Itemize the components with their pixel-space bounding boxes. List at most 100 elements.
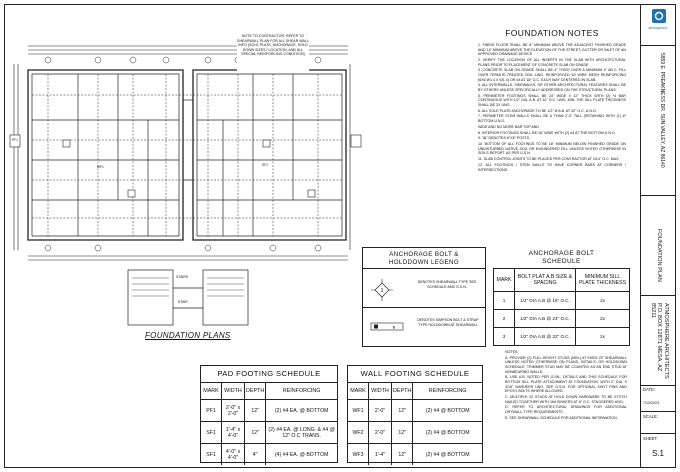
sheet-label: SHEET: bbox=[643, 436, 658, 441]
anchor-header-sill: MINIMUM SILL PLATE THICKNESS bbox=[575, 268, 630, 292]
anchor-title-line2: SCHEDULE bbox=[542, 258, 581, 265]
anchor-note-item: A. PROVIDE (2) FULL-HEIGHT STUDS (MIN.) … bbox=[505, 355, 627, 374]
foundation-plan-drawing bbox=[9, 45, 362, 326]
project-address: 5859 E. PREAKNESS DR. SUN VALLEY, AZ 861… bbox=[659, 53, 665, 168]
address-cell: 5859 E. PREAKNESS DR. SUN VALLEY, AZ 861… bbox=[641, 45, 675, 196]
foundation-note-item: 3. CONCRETE SLAB ON GRADE SHALL BE 4" TH… bbox=[478, 68, 626, 82]
sheet-number: S.1 bbox=[651, 449, 664, 458]
anchor-header-mark: MARK bbox=[493, 268, 515, 292]
pad-width-cell: 4'-0" x 4'-0" bbox=[221, 443, 245, 465]
foundation-note-item: 4. ALL INTERWALLS, SIDEWALKS, OR OTHER A… bbox=[478, 83, 626, 92]
legend-row-1: 1 DENOTES SHEARWALL TYPE SEE SCHEDULE AN… bbox=[363, 272, 485, 308]
foundation-notes-list: 1. FINISH FLOOR SHALL BE 8" MINIMUM ABOV… bbox=[476, 43, 628, 172]
wall-reinf-cell: (2) #4 @ BOTTOM bbox=[412, 443, 482, 465]
legend-text-2: DENOTES SIMPSON BOLT & STRAP TYPE HOLDDO… bbox=[417, 318, 479, 327]
wall-mark-cell: WF2 bbox=[348, 421, 369, 444]
logo-text: atmosphere bbox=[648, 26, 668, 30]
wall-header-reinf: REINFORCING bbox=[412, 382, 482, 400]
wall-header-row: MARK WIDTH DEPTH REINFORCING bbox=[348, 382, 482, 400]
pad-reinf-cell: (4) #4 EA. @ BOTTOM bbox=[265, 443, 337, 465]
anchor-bolt-cell: 1/2" DIA A.B @ 16" O.C. bbox=[514, 291, 576, 310]
firm-info: ATMOSPHERE ARCHITECTS P.O. BOX 12871 MES… bbox=[649, 303, 669, 379]
legend-title-line1: ANCHORAGE BOLT & bbox=[389, 251, 459, 258]
pad-depth-cell: 12" bbox=[243, 399, 267, 422]
logo: atmosphere bbox=[641, 5, 675, 46]
legend-title-line2: HOLDDOWN LEGENG bbox=[388, 258, 460, 266]
foundation-note-item: 11. SLAB CONTROL JOINTS TO BE PLACED PER… bbox=[478, 157, 620, 162]
sheet-cell: SHEET: S.1 bbox=[641, 433, 675, 467]
pad-header-mark: MARK bbox=[201, 382, 222, 400]
anchor-sill-cell: 2x bbox=[575, 309, 630, 328]
wall-header-mark: MARK bbox=[348, 382, 369, 400]
foundation-note-item: 8. INTERIOR FOOTINGS SHALL BE 16" WIDE W… bbox=[478, 130, 616, 135]
wall-schedule-title: WALL FOOTING SCHEDULE bbox=[348, 366, 482, 383]
anchor-mark-cell: 3 bbox=[493, 327, 515, 346]
wall-width-cell: 2'-0" bbox=[368, 421, 392, 444]
pad-header-width: WIDTH bbox=[221, 382, 245, 400]
foundation-note-item: 5. PERIMETER FOOTINGS SHALL BE 24" WIDE … bbox=[478, 93, 626, 107]
wall-footing-schedule: WALL FOOTING SCHEDULE MARK WIDTH DEPTH R… bbox=[347, 365, 483, 465]
plan-label-stair: STAIR bbox=[178, 300, 188, 304]
anchor-schedule-title: ANCHORAGE BOLT SCHEDULE bbox=[493, 247, 630, 266]
pad-mark-cell: SF1 bbox=[201, 421, 222, 444]
wall-header-depth: DEPTH bbox=[390, 382, 414, 400]
legend-text-1: DENOTES SHEARWALL TYPE SEE SCHEDULE AND … bbox=[417, 280, 477, 289]
date-value: 7/13/2023 bbox=[643, 401, 659, 405]
wall-reinf-cell: (2) #4 @ BOTTOM bbox=[412, 399, 482, 422]
anchor-note-item: B. USE A.B. NOTED PER G.SN., DETAILS AND… bbox=[505, 375, 627, 394]
legend-symbol-1: 1 bbox=[381, 288, 384, 294]
pad-schedule-title: PAD FOOTING SCHEDULE bbox=[201, 366, 337, 383]
date-label: DATE: bbox=[643, 387, 656, 392]
anchor-note-item: C. MULTIPLE 2X STUDS AT HOLD DOWN HARDWA… bbox=[505, 394, 627, 404]
foundation-note-item: 10. BOTTOM OF ALL FOOTINGS TO BE 18" MIN… bbox=[478, 142, 626, 156]
atmosphere-logo-icon bbox=[652, 9, 666, 23]
pad-mark-cell: SF1 bbox=[201, 443, 222, 465]
title-block: atmosphere 5859 E. PREAKNESS DR. SUN VAL… bbox=[640, 4, 676, 468]
legend-title: ANCHORAGE BOLT & HOLDDOWN LEGENG bbox=[363, 248, 485, 269]
foundation-note-item: 6. ALL SOLE PLATE ANCHORAGE TO BE 1/2" Ø… bbox=[478, 108, 597, 113]
foundation-note-item: WIDE AND NO MORE BAR TOP AND bbox=[478, 124, 539, 129]
shearwall-type-icon: 1 bbox=[371, 279, 393, 301]
anchorage-legend: ANCHORAGE BOLT & HOLDDOWN LEGENG 1 DENOT… bbox=[362, 247, 486, 347]
contractor-note-text: NOTE TO CONTRACTOR: REFER TO SHEARWALL P… bbox=[237, 34, 309, 57]
wall-reinf-cell: (2) #4 @ BOTTOM bbox=[412, 421, 482, 444]
pad-depth-cell: 4" bbox=[243, 443, 267, 465]
pad-header-reinf: REINFORCING bbox=[265, 382, 337, 400]
foundation-notes-panel: FOUNDATION NOTES 1. FINISH FLOOR SHALL B… bbox=[476, 26, 628, 248]
pad-reinf-cell: (2) #4 EA. @ BOTTOM bbox=[265, 399, 337, 422]
foundation-note-item: 9. "⊠" DENOTES 6"X6" POSTS. bbox=[478, 136, 531, 141]
anchor-bolt-schedule: ANCHORAGE BOLT SCHEDULE MARK BOLT PLAT A… bbox=[493, 247, 630, 347]
pad-width-cell: 2'-0" x 2'-0" bbox=[221, 399, 245, 422]
anchor-mark-cell: 2 bbox=[493, 309, 515, 328]
anchor-notes: NOTES:A. PROVIDE (2) FULL-HEIGHT STUDS (… bbox=[505, 350, 627, 421]
plan-label-stairs: STAIRS bbox=[176, 275, 188, 279]
wall-depth-cell: 12" bbox=[390, 443, 414, 465]
anchor-header-bolt: BOLT PLAT A.B SIZE & SPACING bbox=[514, 268, 576, 292]
anchor-sill-cell: 2x bbox=[575, 291, 630, 310]
wall-mark-cell: WF1 bbox=[348, 399, 369, 422]
plan-label-sf: SF1 bbox=[262, 163, 268, 167]
plan-label-wf: WF1 bbox=[97, 165, 104, 169]
pad-footing-schedule: PAD FOOTING SCHEDULE MARK WIDTH DEPTH RE… bbox=[200, 365, 338, 465]
pad-width-cell: 1'-4" x 4'-0" bbox=[221, 421, 245, 444]
wall-header-width: WIDTH bbox=[368, 382, 392, 400]
pad-reinf-cell: (2) #4 EA. @ LONG. & #4 @ 12" O.C TRANS. bbox=[265, 421, 337, 444]
foundation-notes-title: FOUNDATION NOTES bbox=[505, 28, 599, 38]
wall-width-cell: 1'-4" bbox=[368, 443, 392, 465]
plan-title: FOUNDATION PLANS bbox=[145, 331, 231, 340]
contractor-note: NOTE TO CONTRACTOR: REFER TO SHEARWALL P… bbox=[237, 34, 309, 72]
anchor-header-row: MARK BOLT PLAT A.B SIZE & SPACING MINIMU… bbox=[493, 268, 630, 292]
firm-cell: ATMOSPHERE ARCHITECTS P.O. BOX 12871 MES… bbox=[641, 295, 675, 386]
anchor-sill-cell: 2x bbox=[575, 327, 630, 346]
pad-depth-cell: 12" bbox=[243, 421, 267, 444]
wall-depth-cell: 12" bbox=[390, 399, 414, 422]
